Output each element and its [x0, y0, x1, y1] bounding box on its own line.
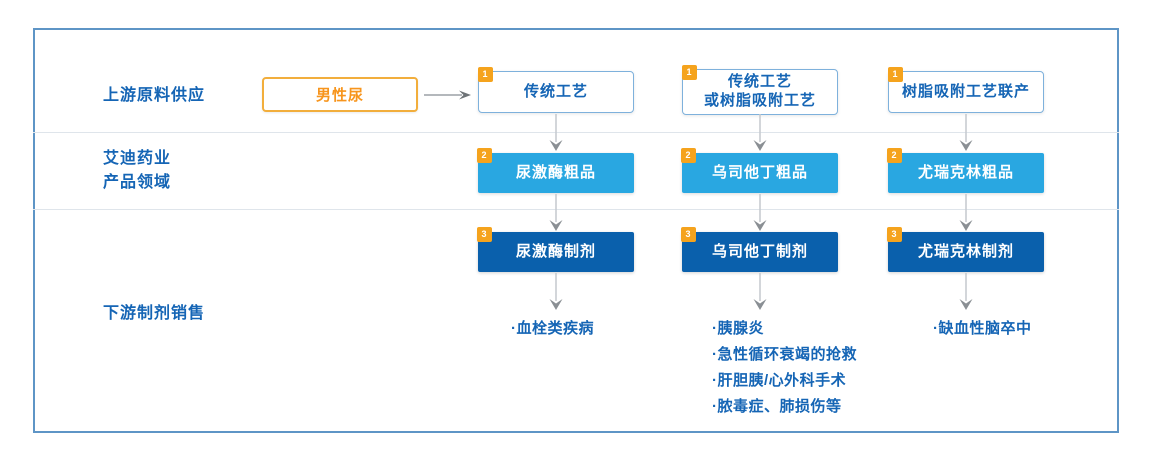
formulation-box: 3 尤瑞克林制剂 — [887, 227, 1044, 272]
application-item: ·肝胆胰/心外科手术 — [712, 372, 847, 389]
formulation-label: 尿激酶制剂 — [515, 242, 596, 260]
process-label: 传统工艺 或树脂吸附工艺 — [703, 73, 816, 109]
row-divider-2 — [33, 209, 1119, 210]
application-list: ·缺血性脑卒中 — [933, 316, 1032, 342]
crude-product-box: 2 乌司他丁粗品 — [681, 148, 838, 193]
formulation-label: 尤瑞克林制剂 — [917, 242, 1014, 260]
step-badge: 3 — [681, 227, 696, 242]
step-badge: 2 — [477, 148, 492, 163]
row-label-downstream: 下游制剂销售 — [103, 305, 206, 322]
crude-product-label: 尤瑞克林粗品 — [917, 163, 1014, 181]
step-badge: 3 — [887, 227, 902, 242]
formulation-box: 3 尿激酶制剂 — [477, 227, 634, 272]
down-arrow-icon — [549, 273, 563, 310]
down-arrow-icon — [753, 273, 767, 310]
application-list: ·胰腺炎 ·急性循环衰竭的抢救 ·肝胆胰/心外科手术 ·脓毒症、肺损伤等 — [712, 316, 857, 420]
process-box: 1 传统工艺 — [478, 67, 634, 113]
step-badge: 2 — [887, 148, 902, 163]
application-item: ·血栓类疾病 — [511, 320, 594, 337]
formulation-box: 3 乌司他丁制剂 — [681, 227, 838, 272]
row-label-company: 艾迪药业 产品领域 — [103, 150, 172, 191]
right-arrow-icon — [424, 90, 471, 100]
step-badge: 1 — [682, 65, 697, 80]
application-item: ·脓毒症、肺损伤等 — [712, 398, 842, 415]
process-box: 1 传统工艺 或树脂吸附工艺 — [682, 65, 838, 115]
step-badge: 1 — [888, 67, 903, 82]
crude-product-label: 尿激酶粗品 — [515, 163, 596, 181]
flow-column-urokinase: 1 传统工艺 2 尿激酶粗品 3 尿激酶制剂 ·血栓类疾病 — [477, 0, 634, 457]
process-label: 树脂吸附工艺联产 — [901, 82, 1030, 100]
process-label: 传统工艺 — [523, 82, 588, 100]
formulation-label: 乌司他丁制剂 — [711, 242, 808, 260]
step-badge: 2 — [681, 148, 696, 163]
crude-product-label: 乌司他丁粗品 — [711, 163, 808, 181]
application-item: ·缺血性脑卒中 — [933, 320, 1032, 337]
down-arrow-icon — [753, 114, 767, 151]
row-label-upstream: 上游原料供应 — [103, 87, 206, 104]
crude-product-box: 2 尤瑞克林粗品 — [887, 148, 1044, 193]
application-item: ·急性循环衰竭的抢救 — [712, 346, 857, 363]
application-item: ·胰腺炎 — [712, 320, 764, 337]
down-arrow-icon — [753, 194, 767, 231]
application-list: ·血栓类疾病 — [511, 316, 594, 342]
down-arrow-icon — [959, 114, 973, 151]
flow-column-ulinastatin: 1 传统工艺 或树脂吸附工艺 2 乌司他丁粗品 3 乌司他丁制剂 ·胰腺炎 ·急… — [681, 0, 857, 457]
down-arrow-icon — [959, 194, 973, 231]
source-box-male-urine: 男性尿 — [262, 77, 418, 112]
row-divider-1 — [33, 132, 1119, 133]
process-box: 1 树脂吸附工艺联产 — [888, 67, 1044, 113]
flow-column-kallidinogenase: 1 树脂吸附工艺联产 2 尤瑞克林粗品 3 尤瑞克林制剂 ·缺血性脑卒中 — [887, 0, 1044, 457]
source-box-label: 男性尿 — [315, 87, 364, 104]
down-arrow-icon — [549, 194, 563, 231]
crude-product-box: 2 尿激酶粗品 — [477, 148, 634, 193]
step-badge: 3 — [477, 227, 492, 242]
down-arrow-icon — [549, 114, 563, 151]
down-arrow-icon — [959, 273, 973, 310]
step-badge: 1 — [478, 67, 493, 82]
